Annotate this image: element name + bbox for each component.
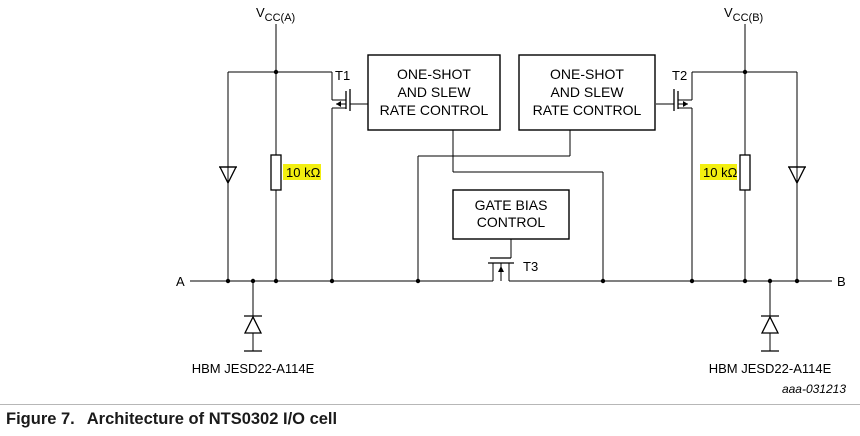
resistor-left-value: 10 kΩ [286,165,321,180]
figure-caption: Figure 7. Architecture of NTS0302 I/O cel… [6,410,337,429]
svg-text:CONTROL: CONTROL [477,214,546,230]
oneshot-left-block: ONE-SHOT AND SLEW RATE CONTROL [367,54,501,131]
transistor-t3 [488,239,514,281]
esd-left-label: HBM JESD22-A114E [192,361,315,376]
oneshot-right-block: ONE-SHOT AND SLEW RATE CONTROL [518,54,656,131]
io-cell-schematic: VCC(A) VCC(B) 10 kΩ [176,5,846,396]
svg-text:GATE BIAS: GATE BIAS [475,197,548,213]
transistor-t1 [331,89,368,281]
pin-b-label: B [837,274,846,289]
svg-text:ONE-SHOT: ONE-SHOT [397,66,471,82]
vcc-b-label: VCC(B) [724,5,763,24]
t2-label: T2 [672,68,687,83]
resistor-right: 10 kΩ [700,154,751,191]
svg-text:AND SLEW: AND SLEW [397,84,471,100]
svg-text:ONE-SHOT: ONE-SHOT [550,66,624,82]
diode-left [218,166,238,185]
svg-text:RATE CONTROL: RATE CONTROL [533,102,642,118]
esd-diode-left [243,281,263,352]
figure-number: Figure 7. [6,410,75,428]
esd-diode-right [760,281,780,352]
vcc-b-rail [691,24,798,281]
svg-text:AND SLEW: AND SLEW [550,84,624,100]
figure-code: aaa-031213 [782,382,846,396]
figure-title: Architecture of NTS0302 I/O cell [86,410,338,428]
signal-bus [190,278,832,284]
vcc-a-label: VCC(A) [256,5,295,24]
svg-text:RATE CONTROL: RATE CONTROL [380,102,489,118]
resistor-left: 10 kΩ [270,154,321,191]
diode-right [787,166,807,185]
caption-divider [0,404,860,405]
oneshot-wiring [417,130,604,281]
gate-bias-block: GATE BIAS CONTROL [452,189,570,240]
transistor-t2 [656,89,693,281]
resistor-right-value: 10 kΩ [703,165,738,180]
vcc-a-rail [227,24,333,281]
t3-label: T3 [523,259,538,274]
esd-right-label: HBM JESD22-A114E [709,361,832,376]
pin-a-label: A [176,274,185,289]
t1-label: T1 [335,68,350,83]
